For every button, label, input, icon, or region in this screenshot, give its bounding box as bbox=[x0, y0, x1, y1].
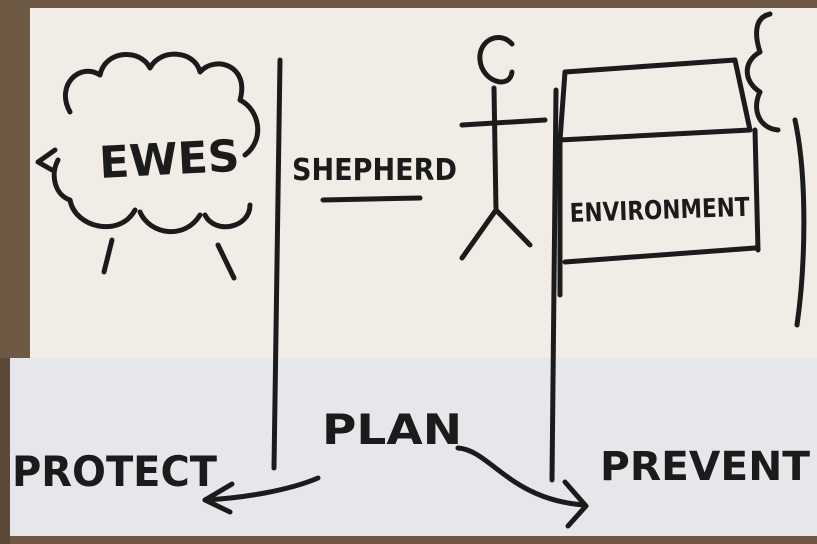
label-shepherd: SHEPHERD bbox=[292, 153, 457, 188]
cloud-rain-1 bbox=[101, 237, 115, 275]
stick-figure-head bbox=[477, 35, 515, 85]
paper-top-sheet bbox=[30, 8, 817, 360]
label-ewes: EWES bbox=[98, 131, 241, 189]
shepherd-underline bbox=[320, 195, 423, 203]
stick-figure-legs bbox=[459, 207, 533, 261]
divider-right bbox=[549, 87, 559, 483]
label-protect: PROTECT bbox=[12, 447, 217, 496]
cloud-tail-left bbox=[35, 147, 58, 173]
barn-body bbox=[557, 127, 761, 298]
label-plan: PLAN bbox=[322, 405, 462, 454]
arrow-plan-to-prevent bbox=[455, 445, 588, 508]
divider-left bbox=[271, 57, 283, 471]
stick-figure-body bbox=[491, 85, 499, 213]
arrow-plan-to-protect bbox=[202, 475, 321, 503]
paper-left-strip bbox=[0, 358, 10, 544]
stick-figure-arms bbox=[459, 117, 548, 128]
label-environment: ENVIRONMENT bbox=[569, 193, 750, 229]
arrow-prevent-head bbox=[562, 479, 589, 529]
label-prevent: PREVENT bbox=[600, 444, 811, 490]
cloud-rain-2 bbox=[215, 242, 237, 281]
arrow-protect-head bbox=[202, 481, 235, 515]
paper-bottom-sheet bbox=[8, 358, 817, 536]
barn-bracket bbox=[744, 11, 807, 328]
barn-roof bbox=[557, 57, 753, 143]
cloud-shape bbox=[51, 51, 261, 234]
